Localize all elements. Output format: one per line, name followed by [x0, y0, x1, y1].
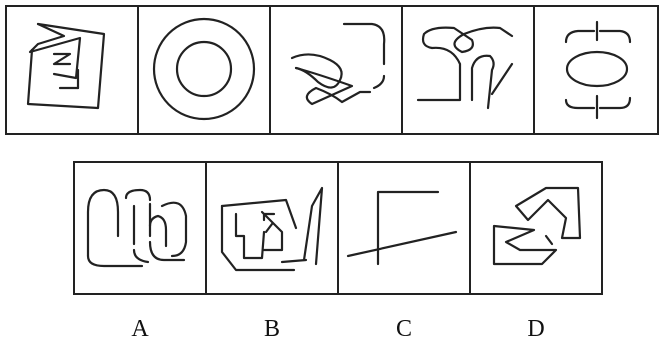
- sequence-panel-1: [6, 6, 138, 134]
- sequence-panel-4: [402, 6, 534, 134]
- sequence-panel-3: [270, 6, 402, 134]
- sequence-panel-5: [534, 6, 658, 134]
- option-panel-d[interactable]: D: [470, 162, 602, 342]
- option-label-d: D: [527, 316, 544, 342]
- option-label-b: B: [264, 316, 280, 342]
- option-panel-c[interactable]: C: [338, 162, 470, 342]
- option-panel-b[interactable]: B: [206, 162, 338, 342]
- sequence-row: [6, 6, 658, 134]
- options-row: A B C: [74, 162, 602, 342]
- option-panel-a[interactable]: A: [74, 162, 206, 342]
- sequence-panel-2: [138, 6, 270, 134]
- option-label-a: A: [131, 316, 149, 342]
- option-label-c: C: [396, 316, 412, 342]
